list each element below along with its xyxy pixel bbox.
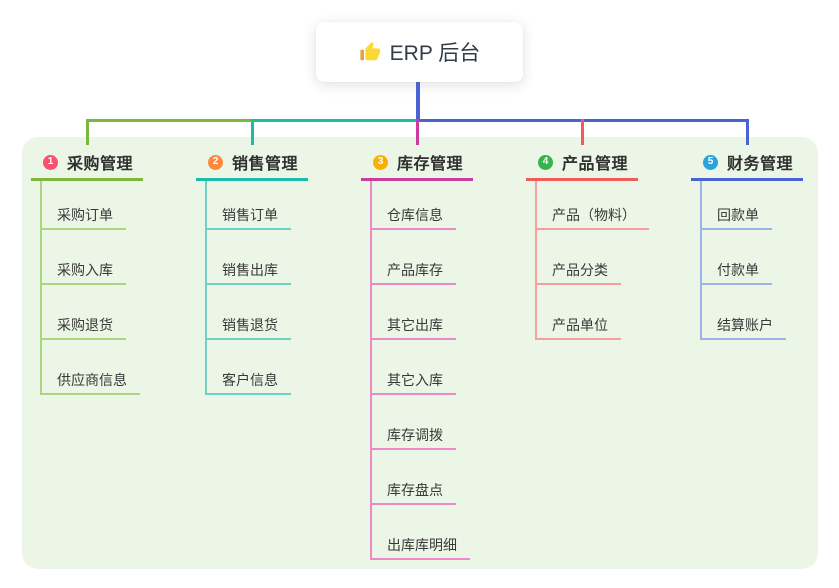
- connector-branch-drop: [416, 119, 419, 145]
- branch-number-badge: 4: [538, 154, 553, 170]
- branch-number-badge: 5: [703, 154, 718, 170]
- connector-bus-segment: [251, 119, 416, 122]
- child-node-采购退货[interactable]: 采购退货: [57, 317, 113, 333]
- child-underline: [205, 228, 291, 230]
- branch-title: 财务管理: [727, 156, 794, 173]
- branch-title: 销售管理: [232, 156, 299, 173]
- children-vertical-line: [700, 181, 702, 340]
- branch-node-采购管理[interactable]: 1 采购管理: [43, 151, 133, 173]
- child-underline: [700, 228, 772, 230]
- child-underline: [40, 283, 126, 285]
- child-underline: [700, 338, 786, 340]
- child-underline: [535, 283, 621, 285]
- child-underline: [370, 228, 456, 230]
- child-underline: [535, 228, 649, 230]
- branch-node-产品管理[interactable]: 4 产品管理: [538, 151, 628, 173]
- connector-root-stem: [416, 82, 420, 120]
- branch-underline: [526, 178, 638, 181]
- branch-underline: [31, 178, 143, 181]
- child-node-采购订单[interactable]: 采购订单: [57, 207, 113, 223]
- children-vertical-line: [535, 181, 537, 340]
- connector-bus-segment: [86, 119, 251, 122]
- branch-title: 库存管理: [397, 156, 464, 173]
- child-underline: [370, 558, 470, 560]
- children-vertical-line: [370, 181, 372, 560]
- child-node-产品分类[interactable]: 产品分类: [552, 262, 608, 278]
- branch-number-badge: 2: [208, 154, 223, 170]
- child-node-客户信息[interactable]: 客户信息: [222, 372, 278, 388]
- child-underline: [205, 393, 291, 395]
- child-underline: [40, 393, 140, 395]
- branch-node-销售管理[interactable]: 2 销售管理: [208, 151, 298, 173]
- child-underline: [700, 283, 772, 285]
- child-node-销售订单[interactable]: 销售订单: [222, 207, 278, 223]
- branch-node-库存管理[interactable]: 3 库存管理: [373, 151, 463, 173]
- branch-underline: [691, 178, 803, 181]
- branch-title: 产品管理: [562, 156, 629, 173]
- connector-branch-drop: [581, 119, 584, 145]
- child-node-其它出库[interactable]: 其它出库: [387, 317, 443, 333]
- child-node-出库库明细[interactable]: 出库库明细: [387, 537, 457, 553]
- child-underline: [40, 228, 126, 230]
- child-node-产品（物料）[interactable]: 产品（物料）: [552, 207, 636, 223]
- child-underline: [370, 503, 456, 505]
- child-node-产品单位[interactable]: 产品单位: [552, 317, 608, 333]
- child-underline: [535, 338, 621, 340]
- child-underline: [370, 448, 456, 450]
- connector-branch-drop: [251, 119, 254, 145]
- branch-underline: [361, 178, 473, 181]
- child-node-采购入库[interactable]: 采购入库: [57, 262, 113, 278]
- connector-branch-drop: [86, 119, 89, 145]
- connector-branch-drop: [746, 119, 749, 145]
- child-node-库存盘点[interactable]: 库存盘点: [387, 482, 443, 498]
- child-underline: [40, 338, 126, 340]
- child-node-回款单[interactable]: 回款单: [717, 207, 759, 223]
- child-node-付款单[interactable]: 付款单: [717, 262, 759, 278]
- child-underline: [370, 283, 456, 285]
- branch-number-badge: 1: [43, 154, 58, 170]
- branch-number-badge: 3: [373, 154, 388, 170]
- child-node-销售退货[interactable]: 销售退货: [222, 317, 278, 333]
- child-node-仓库信息[interactable]: 仓库信息: [387, 207, 443, 223]
- children-vertical-line: [40, 181, 42, 395]
- child-node-库存调拨[interactable]: 库存调拨: [387, 427, 443, 443]
- child-underline: [370, 393, 456, 395]
- branch-underline: [196, 178, 308, 181]
- thumbs-up-icon: [359, 41, 381, 63]
- child-node-供应商信息[interactable]: 供应商信息: [57, 372, 127, 388]
- child-node-销售出库[interactable]: 销售出库: [222, 262, 278, 278]
- background-panel: [22, 137, 818, 569]
- branch-node-财务管理[interactable]: 5 财务管理: [703, 151, 793, 173]
- root-label: ERP 后台: [389, 42, 481, 65]
- root-node[interactable]: ERP 后台: [316, 22, 523, 82]
- child-node-产品库存[interactable]: 产品库存: [387, 262, 443, 278]
- child-node-结算账户[interactable]: 结算账户: [717, 317, 773, 333]
- branch-title: 采购管理: [67, 156, 134, 173]
- child-node-其它入库[interactable]: 其它入库: [387, 372, 443, 388]
- children-vertical-line: [205, 181, 207, 395]
- child-underline: [205, 338, 291, 340]
- child-underline: [205, 283, 291, 285]
- child-underline: [370, 338, 456, 340]
